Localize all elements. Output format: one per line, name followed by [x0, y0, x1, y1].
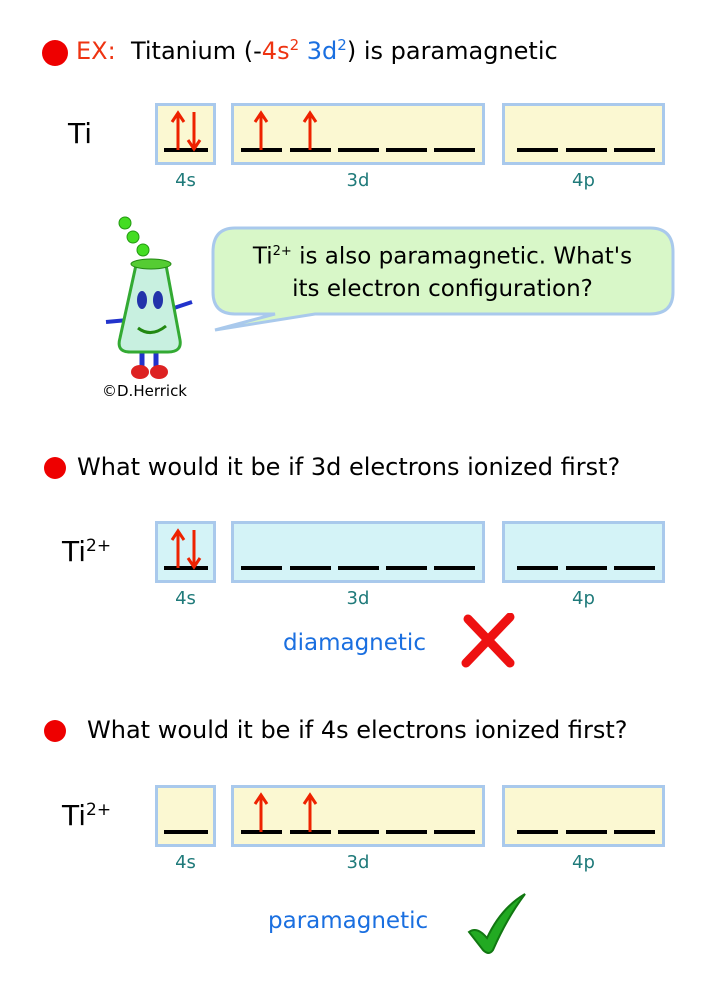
- orbital-box-3d: [231, 521, 485, 583]
- orbital-box-4s: [155, 103, 216, 165]
- bullet-icon: [44, 457, 66, 479]
- question-3d-first: What would it be if 3d electrons ionized…: [77, 453, 621, 481]
- orbital-box-4p: [502, 785, 665, 847]
- flask-mascot-image: [105, 216, 193, 379]
- orbital-line: [434, 830, 475, 834]
- element-symbol: Ti2+: [62, 799, 112, 832]
- bullet-icon: [42, 40, 68, 66]
- title-text: Titanium (-: [130, 37, 262, 65]
- orbital-box-3d: [231, 103, 485, 165]
- orbital-row-ti2plus-4s-first: Ti2+ 4s 3d 4p: [0, 785, 720, 885]
- orbital-line: [434, 148, 475, 152]
- orbital-line: [386, 566, 427, 570]
- orbital-box-3d: [231, 785, 485, 847]
- orbital-label: 3d: [346, 588, 370, 609]
- credit: ©D.Herrick: [102, 382, 187, 400]
- orbital-line: [614, 566, 655, 570]
- orbital-label: 4s: [175, 170, 196, 191]
- orbital-line: [290, 566, 331, 570]
- orbital-box-4s: [155, 785, 216, 847]
- orbital-row-ti: Ti 4s 3d 4p: [0, 103, 720, 203]
- question-4s-first: What would it be if 4s electrons ionized…: [87, 716, 628, 744]
- result-diamagnetic: diamagnetic: [283, 630, 426, 656]
- result-paramagnetic: paramagnetic: [268, 908, 429, 934]
- red-x-icon: [461, 613, 515, 668]
- orbital-box-4s: [155, 521, 216, 583]
- orbital-line: [566, 148, 607, 152]
- orbital-line: [164, 830, 208, 834]
- orbital-line: [614, 148, 655, 152]
- spin-down-arrow-icon: [186, 112, 202, 152]
- orbital-label: 3d: [346, 170, 370, 191]
- bullet-icon: [44, 720, 66, 742]
- orbital-row-ti2plus-3d-first: Ti2+ 4s 3d 4p: [0, 521, 720, 621]
- element-symbol: Ti2+: [62, 535, 112, 568]
- orbital-line: [241, 566, 282, 570]
- orbital-line: [517, 148, 558, 152]
- orbital-label: 4p: [572, 588, 595, 609]
- orbital-line: [338, 566, 379, 570]
- orbital-line: [386, 830, 427, 834]
- title-text-end: ) is paramagnetic: [346, 37, 558, 65]
- spin-up-arrow-icon: [170, 110, 186, 150]
- orbital-label: 4s: [175, 588, 196, 609]
- title: EX: Titanium (-4s2 3d2) is paramagnetic: [76, 36, 558, 65]
- orbital-line: [338, 148, 379, 152]
- spin-down-arrow-icon: [186, 530, 202, 570]
- bubble-text: Ti2+ is also paramagnetic. What's its el…: [252, 243, 633, 302]
- orbital-label: 4p: [572, 170, 595, 191]
- orbital-label: 4s: [175, 852, 196, 873]
- orbital-box-4p: [502, 103, 665, 165]
- orbital-line: [386, 148, 427, 152]
- orbital-line: [566, 830, 607, 834]
- config-3d: 3d2: [306, 36, 347, 65]
- orbital-line: [517, 830, 558, 834]
- charge: 2+: [86, 536, 112, 556]
- ex-label: EX:: [76, 37, 116, 65]
- orbital-line: [164, 148, 208, 152]
- orbital-label: 4p: [572, 852, 595, 873]
- spin-up-arrow-icon: [302, 792, 318, 832]
- config-4s: 4s2: [261, 36, 300, 65]
- orbital-box-4p: [502, 521, 665, 583]
- green-check-icon: [467, 893, 526, 954]
- speech-bubble: [211, 226, 675, 332]
- spin-up-arrow-icon: [253, 110, 269, 150]
- spin-up-arrow-icon: [302, 110, 318, 150]
- orbital-line: [614, 830, 655, 834]
- orbital-line: [338, 830, 379, 834]
- orbital-line: [566, 566, 607, 570]
- orbital-line: [517, 566, 558, 570]
- spin-up-arrow-icon: [170, 528, 186, 568]
- orbital-line: [434, 566, 475, 570]
- element-symbol: Ti: [68, 117, 93, 150]
- orbital-label: 3d: [346, 852, 370, 873]
- charge: 2+: [86, 800, 112, 820]
- spin-up-arrow-icon: [253, 792, 269, 832]
- orbital-line: [164, 566, 208, 570]
